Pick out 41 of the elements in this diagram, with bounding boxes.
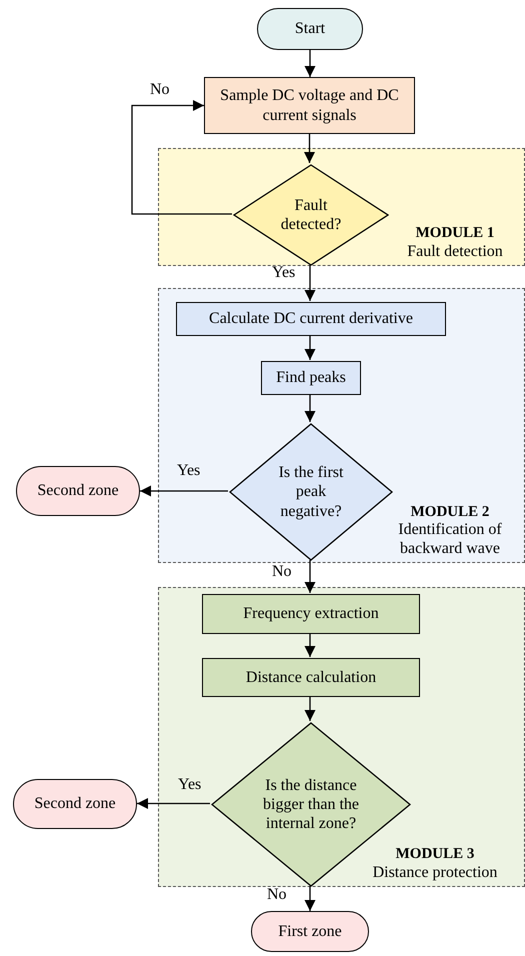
process-box: Find peaks [261, 361, 361, 395]
arrow [131, 100, 232, 215]
module-description: Fault detection [407, 242, 503, 261]
edge-label: Yes [178, 777, 202, 793]
arrow [304, 394, 316, 422]
module-heading: MODULE 1 [416, 225, 494, 243]
process-box: Calculate DC current derivative [176, 302, 446, 336]
decision-text: Is the first peak negative? [278, 463, 344, 521]
decision-text: Fault detected? [280, 196, 342, 234]
arrow [304, 696, 316, 721]
process-box: Frequency extraction [202, 594, 420, 634]
module-heading: MODULE 2 [410, 504, 490, 522]
module-panel [158, 288, 525, 563]
arrow [137, 798, 210, 809]
module-heading: MODULE 3 [396, 846, 474, 864]
decision-text: Is the distance bigger than the internal zone? [262, 776, 360, 834]
decision-diamond [229, 423, 393, 561]
module-panel [158, 148, 525, 266]
arrow [140, 486, 228, 496]
edge-label: No [150, 82, 170, 98]
process-box: Distance calculation [202, 658, 420, 697]
edge-label: No [272, 564, 292, 580]
process-box: Sample DC voltage and DC current signals [204, 77, 415, 134]
edge-label: No [267, 887, 287, 903]
arrow [304, 335, 316, 360]
terminal-shape: Start [257, 8, 363, 50]
terminal-shape: Second zone [13, 779, 137, 829]
module-description: Distance protection [372, 864, 498, 882]
terminal-shape: Second zone [16, 466, 140, 516]
edge-label: Yes [272, 265, 296, 281]
module-panel [158, 587, 525, 887]
arrow [304, 886, 316, 911]
arrow [304, 134, 315, 163]
arrow [304, 265, 316, 301]
module-description: Identification of backward wave [397, 521, 503, 558]
decision-diamond [233, 164, 389, 266]
edge-label: Yes [177, 463, 200, 479]
arrow [304, 560, 316, 593]
arrow [304, 633, 316, 657]
terminal-shape: First zone [251, 911, 369, 952]
arrow [304, 50, 316, 77]
